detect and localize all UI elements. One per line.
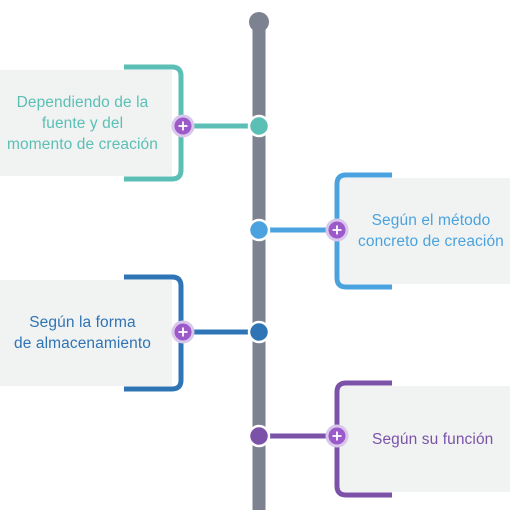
card-1-label: Dependiendo de la fuente y del momento d… [7,93,158,153]
plus-icon[interactable] [325,218,349,242]
plus-icon[interactable] [171,320,195,344]
card-2-background [340,178,510,284]
timeline-top-cap [249,12,269,32]
card-3-background [0,280,172,386]
timeline-item-3 [0,274,271,392]
card-4-label: Según su función [372,430,494,448]
timeline-item-2 [247,172,510,290]
timeline-node-4 [247,424,271,448]
timeline-item-4 [247,380,510,498]
card-1-background [0,70,172,176]
card-3-label: Según la forma de almacenamiento [14,314,151,352]
timeline-node-1 [247,114,271,138]
plus-icon[interactable] [171,114,195,138]
card-2-label: Según el método concreto de creación [358,212,504,250]
plus-icon[interactable] [325,424,349,448]
timeline-node-3 [247,320,271,344]
timeline-item-1 [0,64,271,182]
timeline-node-2 [247,218,271,242]
card-4-background [340,386,510,492]
